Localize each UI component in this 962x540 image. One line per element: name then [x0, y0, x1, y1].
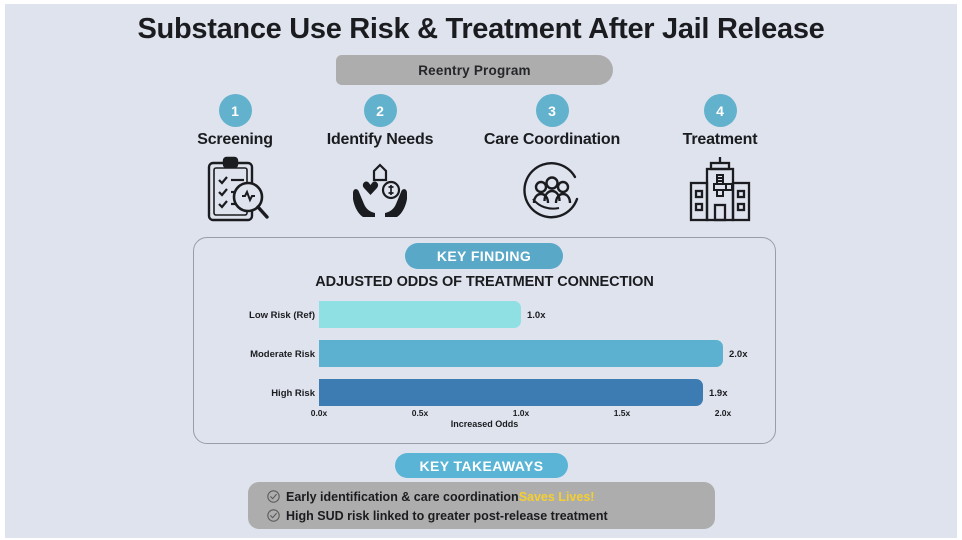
page-title: Substance Use Risk & Treatment After Jai… [137, 13, 825, 45]
infographic-canvas: Substance Use Risk & Treatment After Jai… [5, 4, 957, 538]
takeaway-text: High SUD risk linked to greater post-rel… [286, 508, 608, 523]
bar-category-label: High Risk [271, 388, 315, 399]
hands-heart-house-money-icon [353, 163, 407, 217]
step-treatment[interactable]: 4 Treatment [650, 94, 790, 225]
x-axis-label: Increased Odds [450, 419, 519, 429]
key-takeaways-label: KEY TAKEAWAYS [419, 457, 544, 474]
key-finding-panel [193, 237, 776, 444]
step-number-badge: 4 [703, 94, 737, 127]
people-circle-care-icon [523, 162, 579, 219]
step-identify-needs[interactable]: 2 Identify Needs [310, 94, 450, 225]
hospital-building-icon [689, 157, 751, 222]
bar-value-label: 2.0x [729, 349, 748, 360]
bar-low-risk [319, 301, 521, 328]
bar-category-label: Low Risk (Ref) [249, 310, 315, 321]
x-axis-tick: 0.0x [310, 408, 328, 418]
check-circle-icon [267, 490, 280, 503]
takeaway-highlight: Saves Lives! [518, 489, 595, 504]
takeaway-text: Early identification & care coordination [286, 489, 519, 504]
step-number-badge: 3 [535, 94, 569, 127]
step-label: Screening [197, 131, 273, 148]
key-finding-label: KEY FINDING [436, 248, 532, 264]
step-number-badge: 1 [218, 94, 252, 127]
odds-bar-chart: Low Risk (Ref) 1.0x Moderate Risk 2.0x H… [193, 295, 776, 440]
step-label: Treatment [682, 131, 758, 148]
reentry-program-banner: Reentry Program [336, 55, 613, 85]
key-takeaways-box: Early identification & care coordination… [248, 482, 715, 529]
x-axis-tick: 1.5x [613, 408, 631, 418]
bar-value-label: 1.0x [527, 310, 546, 321]
clipboard-magnifier-icon [207, 156, 269, 222]
x-axis-tick: 0.5x [411, 408, 429, 418]
key-takeaways-badge: KEY TAKEAWAYS [395, 453, 568, 478]
bar-value-label: 1.9x [709, 388, 728, 399]
check-circle-icon [267, 509, 280, 522]
chart-title: ADJUSTED ODDS OF TREATMENT CONNECTION [315, 274, 654, 290]
key-finding-badge: KEY FINDING [405, 243, 563, 269]
step-screening[interactable]: 1 Screening [165, 94, 305, 225]
process-steps: 1 Screening [5, 94, 957, 229]
reentry-program-label: Reentry Program [418, 62, 531, 78]
step-care-coordination[interactable]: 3 Care Coordination [467, 94, 637, 225]
takeaway-item: Early identification & care coordination… [248, 487, 715, 506]
step-label: Identify Needs [326, 131, 434, 148]
x-axis-tick: 2.0x [714, 408, 732, 418]
x-axis-tick: 1.0x [512, 408, 530, 418]
takeaway-item: High SUD risk linked to greater post-rel… [248, 506, 715, 525]
step-number-badge: 2 [363, 94, 397, 127]
bar-category-label: Moderate Risk [250, 349, 315, 360]
bar-moderate-risk [319, 340, 723, 367]
step-label: Care Coordination [483, 131, 621, 148]
bar-high-risk [319, 379, 703, 406]
